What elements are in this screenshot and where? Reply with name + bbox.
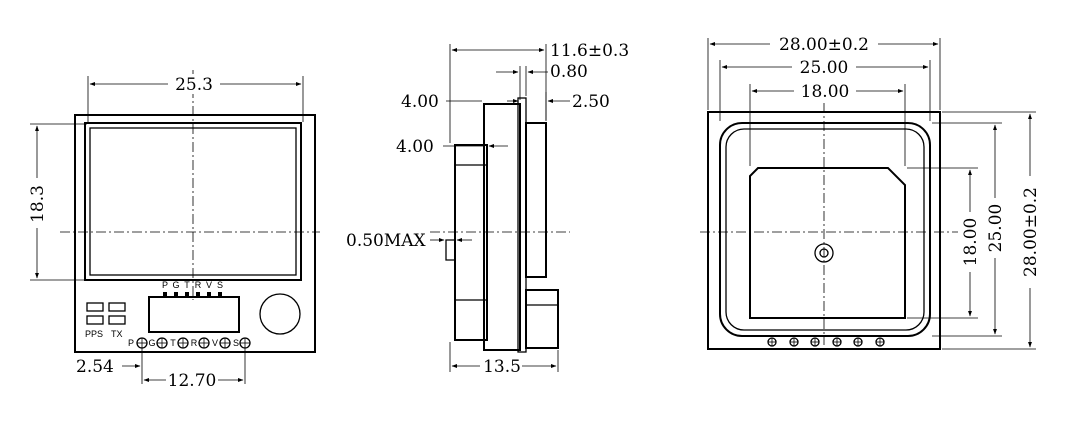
side-view: 11.6±0.3 0.80 4.00 2.50 4.00 0.50MAX 13.…: [346, 41, 629, 377]
height-dimension: 18.3: [28, 185, 48, 223]
patch-element: [749, 167, 906, 319]
module-pcb-outline: [74, 114, 316, 353]
antenna-rounded-inner: [725, 128, 925, 331]
pin-pitch-dimension: 2.54: [76, 357, 114, 377]
tx-led: [108, 302, 126, 312]
svg-text:R: R: [191, 338, 198, 348]
patch-height-dimension: 18.00: [961, 218, 981, 267]
antenna-height-dimension: 25.00: [986, 204, 1006, 253]
antenna-outline: [84, 122, 302, 281]
outer-height-dimension: 28.00±0.2: [1021, 187, 1041, 277]
outer-width-dimension: 28.00±0.2: [779, 35, 869, 55]
feed-point-inner: [819, 248, 829, 258]
mounting-hole: [259, 293, 301, 335]
svg-text:T: T: [170, 338, 176, 348]
pin-span-dimension: 12.70: [168, 371, 217, 391]
svg-text:S: S: [233, 338, 239, 348]
connector-pin-slots: [163, 292, 222, 297]
connector-body: [148, 296, 240, 333]
svg-text:G: G: [172, 280, 179, 290]
svg-text:T: T: [184, 280, 190, 290]
pin-labels-top: P G T R V S: [162, 280, 223, 290]
svg-text:P: P: [162, 280, 168, 290]
gap-nub: [445, 239, 455, 261]
pps-led: [86, 302, 104, 312]
offset-top-dimension: 4.00: [401, 92, 439, 112]
svg-text:P: P: [128, 338, 134, 348]
total-depth-dimension: 11.6±0.3: [550, 41, 629, 61]
shield-body: [454, 144, 488, 341]
antenna-thickness-dimension: 2.50: [572, 92, 610, 112]
width-dimension: 25.3: [175, 75, 213, 95]
svg-text:V: V: [206, 280, 212, 290]
pps-label: PPS: [85, 329, 103, 339]
svg-text:V: V: [212, 338, 218, 348]
tx-label: TX: [111, 329, 123, 339]
antenna-rounded-outline: [719, 122, 931, 337]
base-depth-dimension: 13.5: [483, 357, 521, 377]
svg-text:S: S: [217, 280, 223, 290]
tx-led-2: [108, 315, 126, 325]
feed-point-outer: [814, 243, 834, 263]
antenna-body: [525, 122, 547, 278]
antenna-width-dimension: 25.00: [800, 58, 849, 78]
top-pin-row: [767, 337, 885, 347]
shield-dimension: 4.00: [396, 137, 434, 157]
pin-labels-bottom: P G T R V S: [128, 338, 239, 348]
pcb-thickness-dimension: 0.80: [550, 62, 588, 82]
patch-width-dimension: 18.00: [801, 82, 850, 102]
side-connector: [525, 289, 559, 349]
pcb-body: [483, 103, 521, 351]
gap-dimension: 0.50MAX: [346, 231, 427, 251]
top-view: 28.00±0.2 25.00 18.00 18.00 25.00 28.00±…: [700, 34, 1041, 350]
svg-text:R: R: [195, 280, 202, 290]
front-view: 25.3 18.3 PPS TX P G T R V S: [27, 70, 320, 391]
pps-led-2: [86, 315, 104, 325]
svg-text:G: G: [148, 338, 155, 348]
